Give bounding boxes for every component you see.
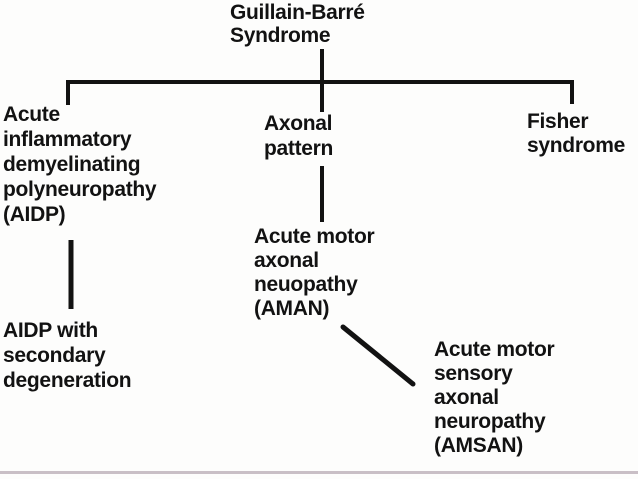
bottom-divider [0,471,638,474]
node-aidp-secondary-degeneration: AIDP with secondary degeneration [3,319,132,392]
node-aman: Acute motor axonal neuopathy (AMAN) [254,225,375,320]
node-amsan: Acute motor sensory axonal neuropathy (A… [434,338,555,457]
node-fisher-syndrome: Fisher syndrome [527,110,625,157]
node-guillain-barre-syndrome: Guillain-Barré Syndrome [230,1,365,47]
node-axonal-pattern: Axonal pattern [264,112,334,160]
edge-aman-to-amsan [340,324,416,387]
node-aidp: Acute inflammatory demyelinating polyneu… [3,103,157,226]
